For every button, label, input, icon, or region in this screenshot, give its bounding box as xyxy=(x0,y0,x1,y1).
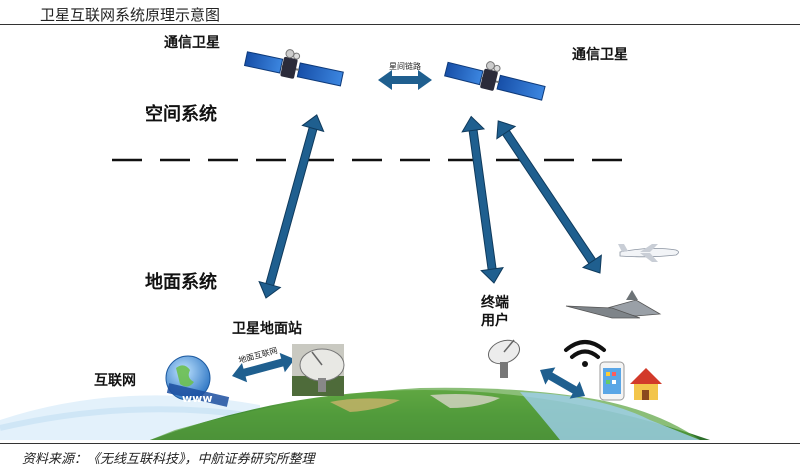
satellite-left-label: 通信卫星 xyxy=(164,35,220,51)
communication-satellite-right xyxy=(444,61,546,101)
communication-satellite-left xyxy=(243,49,344,87)
wifi-icon xyxy=(564,340,606,367)
drone-icon xyxy=(565,290,662,319)
airliner-icon xyxy=(618,244,679,262)
satellite-right-label: 通信卫星 xyxy=(572,47,628,63)
internet-globe-icon: www xyxy=(165,355,230,407)
earth-surface xyxy=(150,387,710,440)
internet-label: 互联网 xyxy=(94,373,136,389)
inter-satellite-link-label: 星间链路 xyxy=(389,62,421,71)
terminal-user-label-line2: 用户 xyxy=(481,313,509,329)
source-note: 资料来源：《无线互联科技》，中航证券研究所整理 xyxy=(22,452,315,467)
space-system-label: 空间系统 xyxy=(145,104,217,125)
uplink-arrows xyxy=(258,114,602,299)
smartphone-icon xyxy=(599,361,625,401)
ground-station-label: 卫星地面站 xyxy=(232,321,302,337)
www-text: www xyxy=(182,392,213,405)
ground-internet-link-arrow xyxy=(232,352,295,383)
terminal-user-label-line1: 终端 xyxy=(481,295,509,311)
top-rule xyxy=(0,24,800,25)
house-icon xyxy=(630,368,662,400)
terminal-dish-icon xyxy=(488,339,520,378)
bottom-rule xyxy=(0,443,800,444)
ground-station-dish-icon xyxy=(292,344,345,396)
terminal-device-link-arrow xyxy=(540,367,586,399)
ground-system-label: 地面系统 xyxy=(145,272,217,293)
inter-satellite-link-arrow xyxy=(378,70,432,90)
diagram-title: 卫星互联网系统原理示意图 xyxy=(40,6,221,24)
